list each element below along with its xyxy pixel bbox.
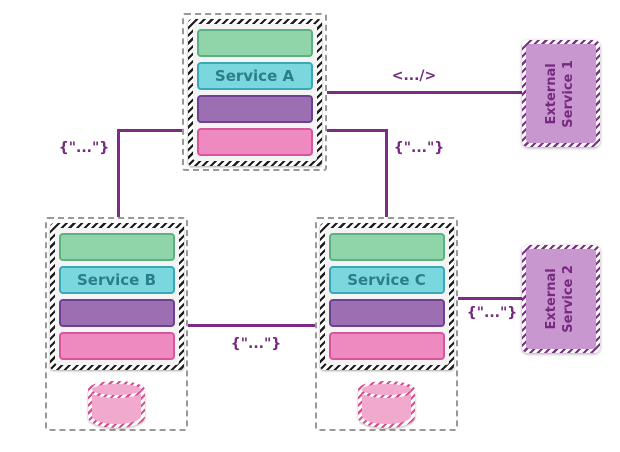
service-b-database-icon: [88, 381, 145, 428]
service-b-layer-green: [58, 233, 175, 261]
service-b-box-inner: Service B: [54, 228, 179, 365]
external-service-2-box: External Service 2: [522, 245, 600, 353]
connection-line-a-external1: [325, 91, 522, 94]
service-a-layer-pink: [196, 128, 313, 156]
service-c-layer-purple: [328, 299, 445, 327]
connection-line-a-c-horizontal: [325, 129, 388, 132]
service-a-layer-purple: [196, 95, 313, 123]
connection-label-c-external2: {"..."}: [466, 305, 518, 321]
service-c-group: Service C: [315, 217, 458, 431]
connection-line-b-c: [188, 324, 315, 327]
service-b-box: Service B: [49, 223, 184, 370]
external-service-1-box: External Service 1: [522, 40, 600, 147]
connection-line-c-external2: [458, 297, 522, 300]
service-b-layer-name: Service B: [58, 266, 175, 294]
external-service-2-label: External Service 2: [544, 265, 576, 333]
database-cylinder-top: [358, 381, 415, 398]
service-a-group: Service A: [182, 13, 327, 171]
service-b-name: Service B: [76, 271, 156, 289]
external-service-1-label: External Service 1: [544, 59, 576, 128]
connection-label-a-b: {"..."}: [58, 140, 110, 156]
database-cylinder-top: [88, 381, 145, 398]
service-b-layer-pink: [58, 332, 175, 360]
service-a-box: Service A: [187, 19, 322, 166]
service-a-box-inner: Service A: [192, 24, 317, 161]
connection-line-a-c-vertical: [385, 129, 388, 217]
service-c-database-icon: [358, 381, 415, 428]
service-c-box-inner: Service C: [324, 228, 449, 365]
service-c-layer-pink: [328, 332, 445, 360]
connection-label-a-external1: <.../>: [391, 68, 437, 84]
service-c-name: Service C: [347, 271, 426, 289]
service-a-layer-green: [196, 29, 313, 57]
service-b-layer-purple: [58, 299, 175, 327]
service-c-box: Service C: [319, 223, 454, 370]
connection-label-b-c: {"..."}: [230, 336, 282, 352]
service-c-layer-name: Service C: [328, 266, 445, 294]
connection-label-a-c: {"..."}: [393, 140, 445, 156]
connection-line-a-b-vertical: [117, 129, 120, 217]
service-a-name: Service A: [214, 67, 295, 85]
service-c-layer-green: [328, 233, 445, 261]
service-b-group: Service B: [45, 217, 188, 431]
connection-line-a-b-horizontal: [117, 129, 184, 132]
service-a-layer-name: Service A: [196, 62, 313, 90]
